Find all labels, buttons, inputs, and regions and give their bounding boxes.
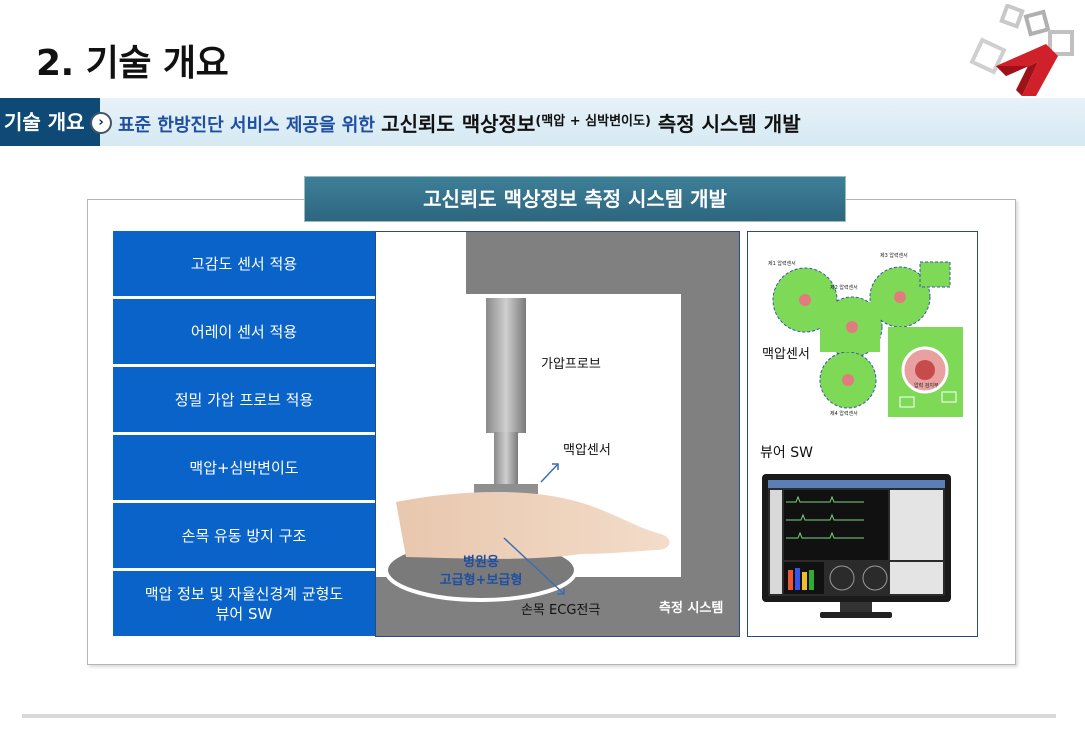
company-logo-icon [969,4,1074,96]
probe-rod [486,298,526,433]
feature-label: 어레이 센서 적용 [190,322,298,341]
banner-text-part1: 표준 한방진단 서비스 제공을 위한 [118,115,382,136]
base-label-line2: 고급형+보급형 [439,573,523,588]
sensor-ch1-label: 제1 압력센서 [768,261,796,267]
banner-text: 표준 한방진단 서비스 제공을 위한 고신뢰도 맥상정보(맥압 + 심박변이도)… [118,108,801,140]
arm-illustration [396,491,670,559]
page-title: 2. 기술 개요 [36,43,229,84]
device-illustration [376,232,739,636]
electrode-label: 손목 ECG전극 [521,603,601,618]
feature-label: 정밀 가압 프로브 적용 [174,390,314,409]
sensor-ch4-label: 제4 압력센서 [830,411,858,417]
footer-divider [22,714,1056,718]
feature-label-line1: 맥압 정보 및 자율신경계 균형도 [144,584,344,603]
overview-banner [0,98,1085,146]
feature-label: 맥압+심박변이도 [189,458,299,477]
sensor-ch3-label: 제3 압력센서 [880,253,908,259]
banner-text-part2: 고신뢰도 맥상정보 [381,112,536,136]
banner-text-sub: (맥압 + 심박변이도) [535,114,651,129]
probe-label: 가압프로브 [541,357,601,372]
feature-item: 정밀 가압 프로브 적용 [113,367,375,432]
feature-item: 맥압+심박변이도 [113,435,375,500]
system-label: 측정 시스템 [659,601,724,616]
circle-arrow-right-icon: › [90,112,112,134]
sensor-ch2-label: 제2 압력센서 [830,285,858,291]
feature-item: 어레이 센서 적용 [113,299,375,364]
feature-label: 고감도 센서 적용 [190,254,298,273]
feature-item: 맥압 정보 및 자율신경계 균형도 뷰어 SW [113,571,375,636]
probe-tip [494,432,518,484]
frame-body [376,232,739,636]
measurement-system-diagram: 가압프로브 맥압센서 병원용 고급형+보급형 손목 ECG전극 측정 시스템 [375,231,740,637]
sensor-label: 맥압센서 [563,443,611,458]
section-header: 고신뢰도 맥상정보 측정 시스템 개발 [304,176,846,222]
monitor-icon [762,474,951,618]
sensor-board-illustration [772,261,963,417]
right-sensor-label: 맥압센서 [760,343,812,362]
sensor-viewer-panel: 제1 압력센서 제2 압력센서 제3 압력센서 제4 압력센서 압력 검지부 맥… [747,231,978,637]
sensor-center-label: 압력 검지부 [914,383,939,389]
viewer-label: 뷰어 SW [760,445,813,461]
base-label-line1: 병원용 [463,555,499,570]
base-label: 병원용 고급형+보급형 [426,554,536,590]
feature-label-line2: 뷰어 SW [215,604,273,623]
feature-item: 고감도 센서 적용 [113,231,375,296]
banner-tag: 기술 개요 [0,98,100,146]
feature-item: 손목 유동 방지 구조 [113,503,375,568]
feature-label: 손목 유동 방지 구조 [181,526,307,545]
banner-text-part3: 측정 시스템 개발 [650,112,801,136]
probe-plate [474,484,538,494]
